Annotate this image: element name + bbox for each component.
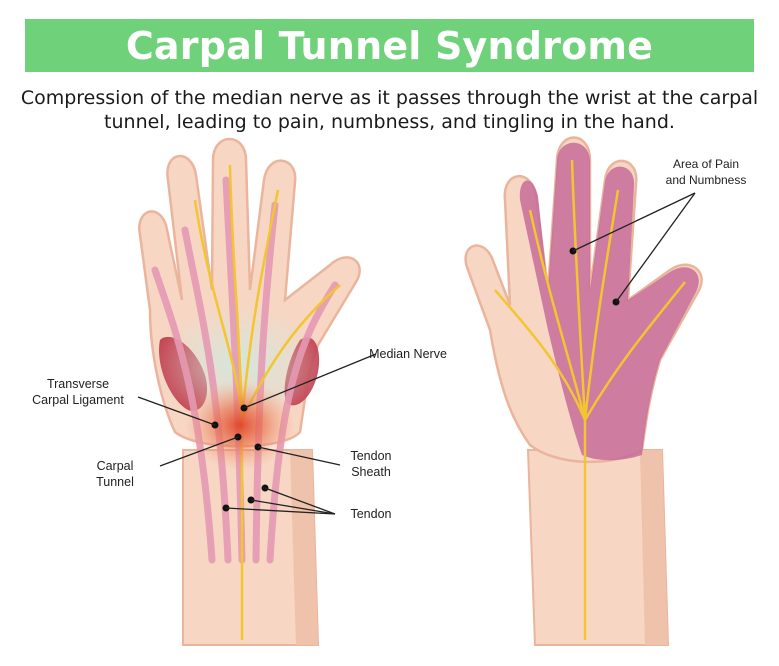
- label-area-line1: Area of Pain: [672, 157, 740, 171]
- label-median-nerve: Median Nerve: [350, 346, 466, 362]
- label-tendon-text: Tendon: [350, 507, 392, 521]
- label-area-line2: and Numbness: [665, 173, 747, 187]
- inflammation-area: [185, 380, 295, 470]
- label-carpal-line1: Carpal: [96, 459, 134, 473]
- label-tendon-sheath: Tendon Sheath: [336, 448, 406, 480]
- subtitle: Compression of the median nerve as it pa…: [20, 86, 759, 134]
- label-sheath-line1: Tendon: [350, 449, 392, 463]
- right-leader-lines: [572, 192, 696, 303]
- right-median-nerve: [494, 159, 686, 640]
- left-tendons: [151, 176, 339, 564]
- label-transverse-carpal-ligament: Transverse Carpal Ligament: [22, 376, 134, 408]
- page-title: Carpal Tunnel Syndrome: [125, 23, 654, 68]
- label-carpal-line2: Tunnel: [96, 475, 134, 489]
- subtitle-line-2: tunnel, leading to pain, numbness, and t…: [104, 111, 675, 133]
- label-carpal-tunnel: Carpal Tunnel: [80, 458, 150, 490]
- right-hand: [464, 136, 703, 646]
- label-transverse-line1: Transverse: [46, 377, 110, 391]
- label-median-nerve-text: Median Nerve: [369, 347, 447, 361]
- label-tendon: Tendon: [338, 506, 404, 522]
- left-hand: [137, 137, 377, 646]
- label-sheath-line2: Sheath: [351, 465, 391, 479]
- subtitle-line-1: Compression of the median nerve as it pa…: [20, 87, 759, 109]
- title-banner: Carpal Tunnel Syndrome: [25, 19, 754, 72]
- label-area-of-pain: Area of Pain and Numbness: [650, 156, 762, 188]
- label-transverse-line2: Carpal Ligament: [32, 393, 124, 407]
- left-leader-lines: [137, 353, 377, 515]
